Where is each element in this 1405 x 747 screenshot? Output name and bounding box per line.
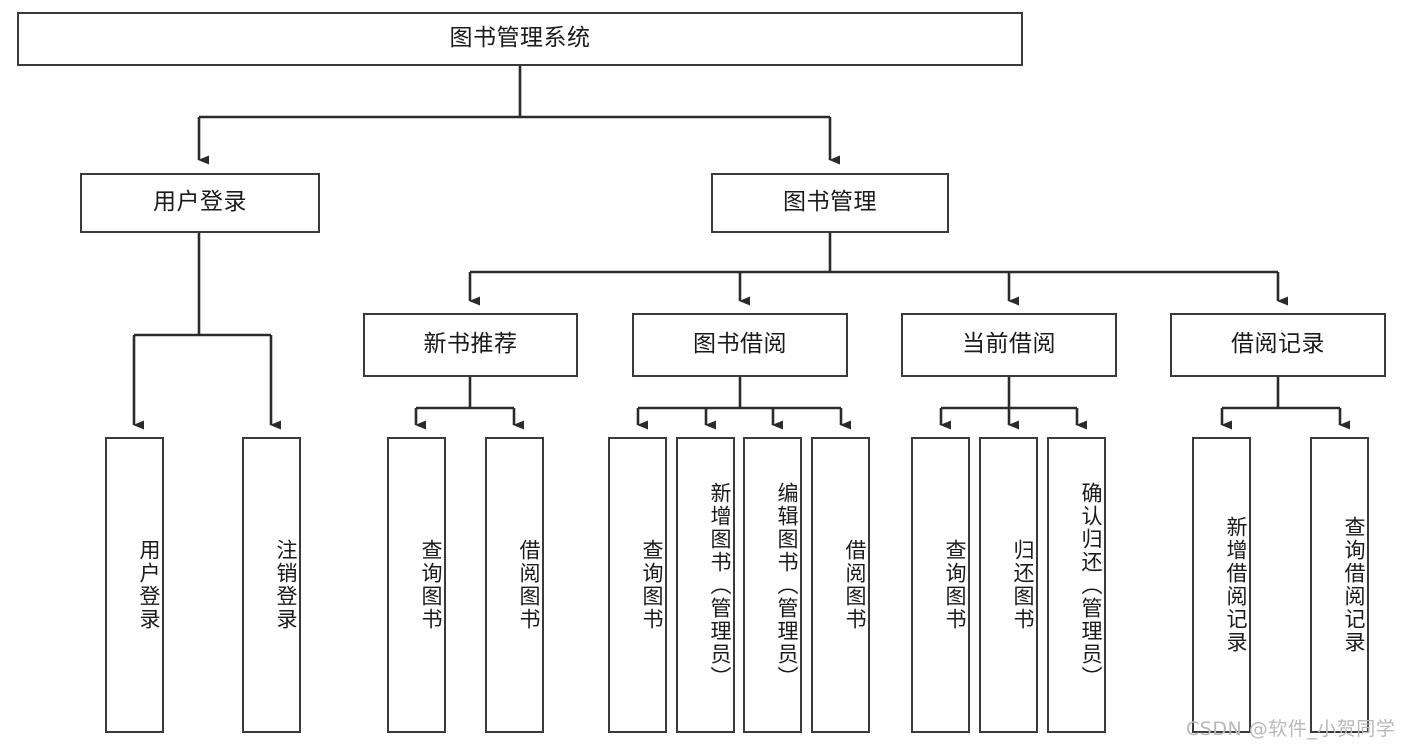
node-label: 用户登录 <box>153 189 247 216</box>
node-label: 图书管理系统 <box>449 25 591 52</box>
leaf-records-add-record[interactable]: 新增借阅记录 <box>1192 437 1251 733</box>
node-label: 注销登录 <box>274 539 298 631</box>
node-label: 新书推荐 <box>423 331 518 358</box>
node-label: 查询借阅记录 <box>1342 516 1366 654</box>
node-label: 借阅图书 <box>517 539 541 631</box>
node-user-login[interactable]: 用户登录 <box>80 173 320 233</box>
node-label: 确认归还（管理员） <box>1079 481 1103 689</box>
node-label: 图书借阅 <box>693 331 787 358</box>
leaf-newbook-borrow-book[interactable]: 借阅图书 <box>485 437 544 733</box>
node-label: 查询图书 <box>943 539 967 631</box>
node-label: 归还图书 <box>1011 539 1035 631</box>
node-book-management[interactable]: 图书管理 <box>711 173 949 233</box>
node-current-borrow[interactable]: 当前借阅 <box>901 313 1117 377</box>
node-label: 用户登录 <box>137 539 161 631</box>
leaf-newbook-query-book[interactable]: 查询图书 <box>387 437 446 733</box>
leaf-current-return-book[interactable]: 归还图书 <box>979 437 1038 733</box>
leaf-current-query-book[interactable]: 查询图书 <box>911 437 970 733</box>
leaf-user-login[interactable]: 用户登录 <box>105 437 164 733</box>
node-label: 借阅图书 <box>843 539 867 631</box>
node-label: 编辑图书（管理员） <box>775 481 799 689</box>
node-label: 新增图书（管理员） <box>708 481 732 689</box>
leaf-records-query-record[interactable]: 查询借阅记录 <box>1310 437 1369 733</box>
node-label: 查询图书 <box>640 539 664 631</box>
node-new-book-recommend[interactable]: 新书推荐 <box>363 313 578 377</box>
node-label: 图书管理 <box>783 189 877 216</box>
leaf-borrow-edit-book-admin[interactable]: 编辑图书（管理员） <box>743 437 802 733</box>
node-label: 新增借阅记录 <box>1224 516 1248 654</box>
csdn-watermark: CSDN @软件_小贺同学 <box>1186 718 1396 740</box>
node-label: 借阅记录 <box>1231 331 1325 358</box>
node-label: 当前借阅 <box>962 331 1056 358</box>
node-borrow-records[interactable]: 借阅记录 <box>1170 313 1386 377</box>
leaf-current-confirm-return-admin[interactable]: 确认归还（管理员） <box>1047 437 1106 733</box>
leaf-borrow-query-book[interactable]: 查询图书 <box>608 437 667 733</box>
leaf-borrow-borrow-book[interactable]: 借阅图书 <box>811 437 870 733</box>
node-label: 查询图书 <box>419 539 443 631</box>
node-root-system[interactable]: 图书管理系统 <box>17 12 1023 66</box>
leaf-borrow-add-book-admin[interactable]: 新增图书（管理员） <box>676 437 735 733</box>
leaf-logout[interactable]: 注销登录 <box>242 437 301 733</box>
node-book-borrow[interactable]: 图书借阅 <box>632 313 848 377</box>
